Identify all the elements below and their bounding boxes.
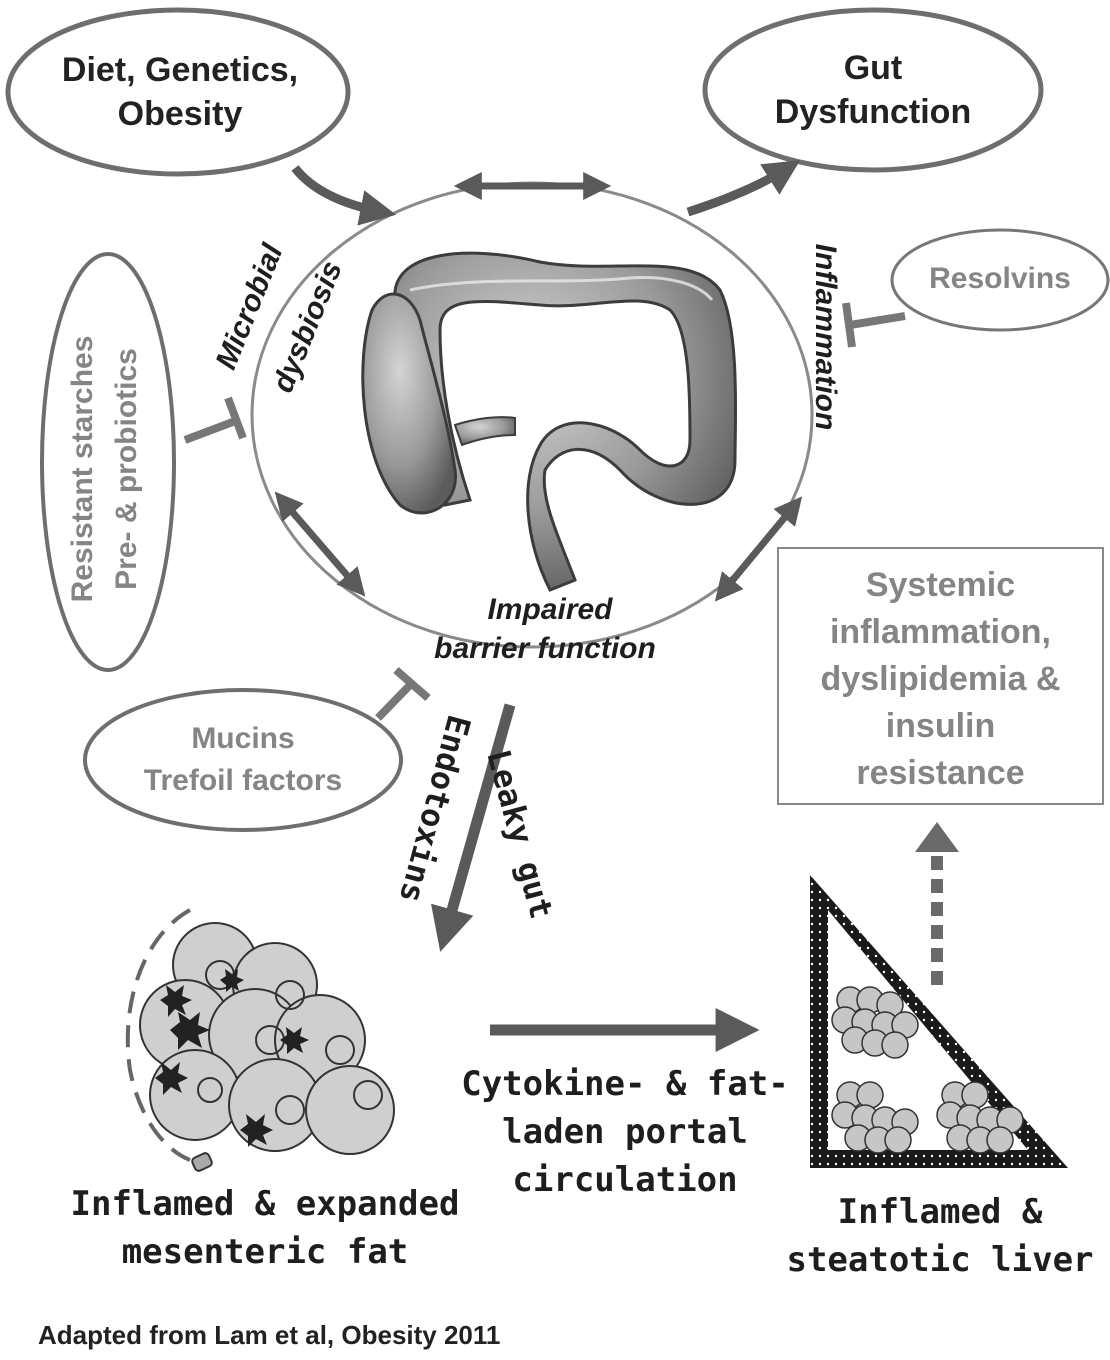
systemic-box bbox=[777, 547, 1104, 805]
liver-illustration bbox=[810, 875, 1068, 1168]
diet-genetics-obesity-label: Diet, Genetics, Obesity bbox=[61, 51, 299, 133]
barrier-function-label: barrier function bbox=[434, 632, 656, 665]
mesenteric-fat-cells bbox=[125, 908, 395, 1172]
portal-circulation-label: Cytokine- & fat- laden portal circulatio… bbox=[461, 1064, 789, 1200]
mucins-trefoil-label: Mucins Trefoil factors bbox=[143, 722, 343, 797]
steatotic-liver-label: Inflamed & steatotic liver bbox=[786, 1192, 1094, 1280]
colon-illustration bbox=[361, 251, 738, 592]
resolvins-inhibit-bar bbox=[842, 302, 856, 348]
inflammation-label: Inflammation bbox=[809, 243, 842, 431]
systemic-inflammation-label: Systemic inflammation, dyslipidemia & in… bbox=[820, 566, 1061, 792]
gut-dysfunction-oval bbox=[702, 7, 1044, 173]
starches-oval bbox=[40, 252, 176, 672]
gut-to-dysfunction-arrow bbox=[686, 160, 801, 217]
mucins-inhibit-line bbox=[375, 680, 415, 721]
diet-to-gut-arrow bbox=[291, 165, 397, 226]
leaky-gut-arrow bbox=[431, 703, 516, 952]
right-double-arrow bbox=[714, 496, 803, 602]
starches-probiotics-label: Resistant starches Pre- & probiotics bbox=[66, 335, 143, 603]
resolvins-inhibit-line bbox=[849, 312, 906, 329]
mucins-inhibit-bar bbox=[393, 666, 431, 702]
gut-dysfunction-label: Gut Dysfunction bbox=[774, 49, 972, 131]
diet-oval bbox=[5, 7, 351, 177]
resolvins-label: Resolvins bbox=[929, 262, 1071, 295]
dotted-arrow-head bbox=[915, 822, 959, 852]
resolvins-oval bbox=[890, 228, 1110, 332]
starches-inhibit-bar bbox=[224, 396, 247, 440]
starches-inhibit-line bbox=[183, 416, 240, 444]
impaired-label: Impaired bbox=[487, 593, 613, 626]
citation-text: Adapted from Lam et al, Obesity 2011 bbox=[38, 1320, 501, 1350]
left-double-arrow bbox=[274, 491, 366, 597]
mesenteric-fat-label: Inflamed & expanded mesenteric fat bbox=[70, 1184, 460, 1272]
mucins-oval bbox=[83, 688, 403, 832]
